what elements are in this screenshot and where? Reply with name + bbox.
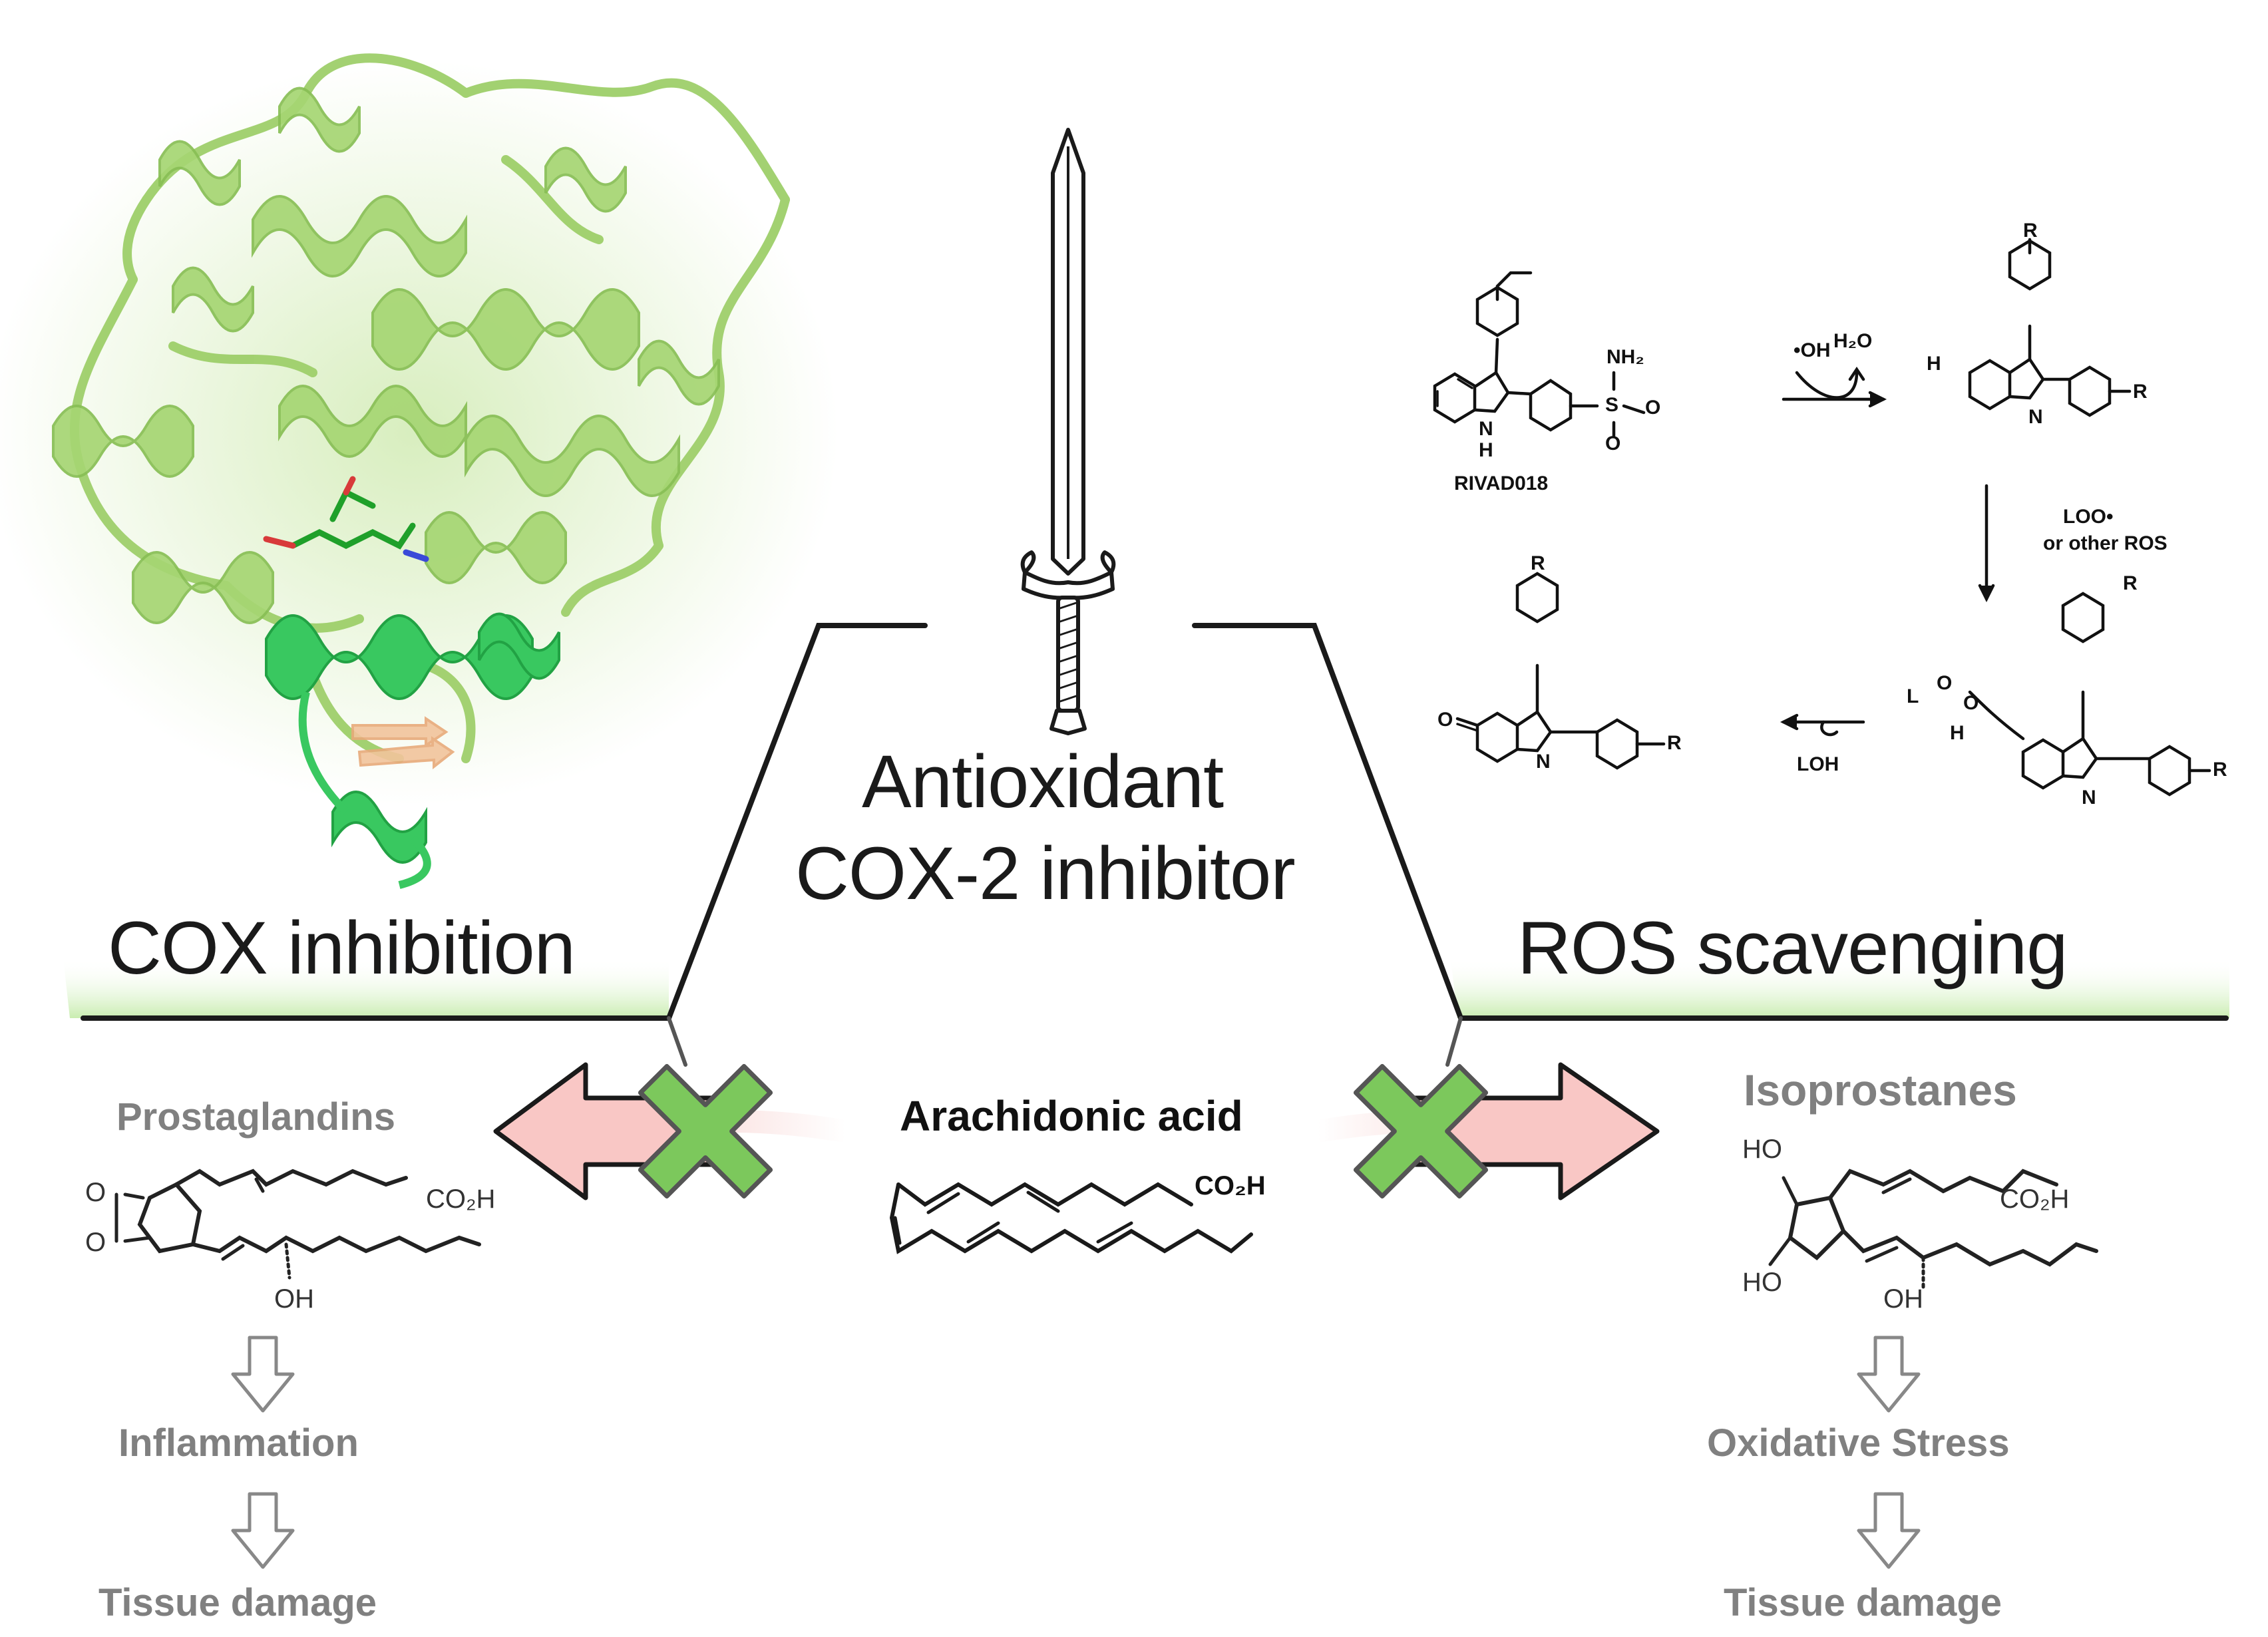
left-tissue-damage-label: Tissue damage [98,1581,377,1624]
rivad018-nh2: NH₂ [1606,346,1644,368]
quinone-imine-structure [1455,572,1666,770]
rivad018-s: S [1605,394,1619,416]
indole-radical-structure [1968,238,2132,417]
center-title-line1: Antioxidant [862,740,1224,823]
adduct-l: L [1907,685,1919,707]
ros-label-line1: LOO• [2063,506,2114,528]
product-r-top: R [1531,552,1545,574]
center-title-line2: COX-2 inhibitor [795,832,1296,915]
rivad018-nh: N [1479,418,1493,440]
radical-r-top: R [2023,220,2038,242]
arachidonic-acid-label: Arachidonic acid [900,1092,1243,1140]
arachidonic-acid-group: CO₂H [1195,1171,1266,1200]
radical-r-right: R [2133,381,2148,403]
isoprostane-ho-bottom: HO [1742,1268,1782,1297]
left-heading: COX inhibition [108,906,576,990]
right-heading-band [1451,958,2229,1018]
adduct-h: H [1950,722,1965,744]
isoprostane-oh: OH [1883,1284,1923,1314]
prostaglandin-o-bottom: O [85,1228,106,1257]
rivad018-nh-h: H [1479,439,1493,461]
adduct-r-top: R [2123,572,2138,594]
prostaglandin-structure [114,1169,481,1280]
isoprostane-ho-top: HO [1742,1135,1782,1164]
prostaglandin-oh: OH [274,1284,314,1314]
hydroxyl-radical-label: •OH [1794,339,1831,361]
adduct-o1: O [1937,672,1953,694]
peroxyl-adduct-structure [1968,592,2211,797]
ros-label-line2: or other ROS [2043,532,2168,554]
water-label: H₂O [1833,330,1873,352]
arachidonic-acid-structure [889,1182,1253,1254]
right-block-cross-icon [1353,1063,1489,1199]
rivad018-structure [1433,271,1646,438]
adduct-n: N [2082,787,2096,809]
down-arrows [231,1336,1921,1569]
radical-h: H [1927,353,1941,375]
prostaglandin-o-top: O [85,1178,106,1207]
prostaglandin-group: CO₂H [426,1184,496,1214]
right-heading: ROS scavenging [1517,906,2068,990]
right-tissue-damage-label: Tissue damage [1724,1581,2002,1624]
left-block-cross-icon [638,1063,773,1199]
isoprostane-structure [1768,1169,2098,1290]
balance-outline [81,623,2229,1067]
adduct-r-right: R [2213,759,2227,781]
inflammation-label: Inflammation [118,1421,359,1465]
rivad018-name: RIVAD018 [1454,472,1549,494]
prostaglandins-label: Prostaglandins [116,1095,395,1139]
isoprostane-group: CO₂H [2000,1184,2070,1214]
isoprostanes-label: Isoprostanes [1744,1065,2017,1115]
product-r-right: R [1667,732,1682,754]
sword-icon [1020,128,1116,735]
loh-label: LOH [1797,753,1839,775]
oxidative-stress-label: Oxidative Stress [1707,1421,2010,1465]
radical-n: N [2028,406,2043,428]
rivad018-o-right: O [1645,397,1661,419]
product-n: N [1536,751,1551,773]
cox2-protein-structure [0,53,839,889]
scheme-arrows [1780,366,1995,737]
left-heading-band [63,958,669,1018]
product-ketone-o: O [1437,709,1453,731]
rivad018-o-bottom: O [1605,433,1621,455]
adduct-o2: O [1963,692,1979,714]
